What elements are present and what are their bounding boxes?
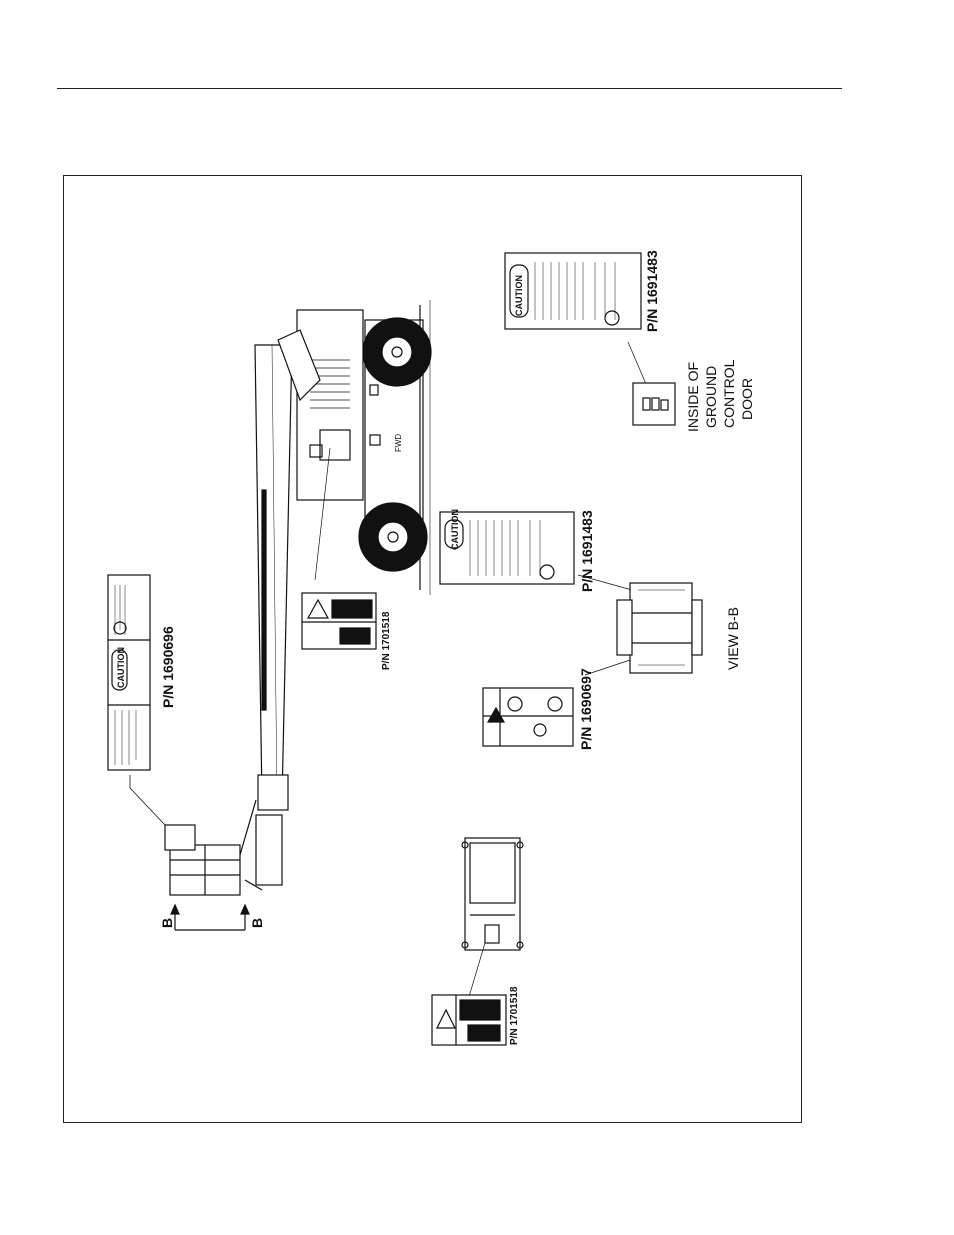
caution-2-label: CAUTION xyxy=(514,275,524,316)
view-bb-platform xyxy=(585,583,702,675)
pn-1701518-top-label: P/N 1701518 xyxy=(381,611,392,670)
pn-1691483-top-label: P/N 1691483 xyxy=(644,250,660,332)
decal-1691483-mid xyxy=(440,512,632,590)
decal-1690696 xyxy=(108,575,150,770)
door-label-line1: INSIDE OF xyxy=(685,362,701,432)
fwd-label: FWD xyxy=(394,434,403,452)
door-label-line3: CONTROL xyxy=(721,359,737,428)
door-label-line4: DOOR xyxy=(739,378,755,420)
decal-1690697 xyxy=(483,688,573,746)
door-label-line2: GROUND xyxy=(703,366,719,428)
tire-front xyxy=(363,318,431,386)
decal-1691483-top xyxy=(505,253,652,398)
ground-control-box xyxy=(462,838,523,1000)
caution-1-label: CAUTION xyxy=(116,647,126,688)
decal-1701518-bottom xyxy=(432,995,506,1045)
section-b-left: B xyxy=(159,918,175,928)
tire-rear xyxy=(359,503,427,571)
pn-1701518-bottom-label: P/N 1701518 xyxy=(509,986,520,1045)
ground-control-door xyxy=(633,383,675,425)
section-b-right: B xyxy=(249,918,265,928)
section-arrows xyxy=(171,905,249,930)
pn-1690696-label: P/N 1690696 xyxy=(160,626,176,708)
platform xyxy=(130,775,240,895)
view-bb-label: VIEW B-B xyxy=(725,607,741,670)
pn-1691483-mid-label: P/N 1691483 xyxy=(579,510,595,592)
pn-1690697-label: P/N 1690697 xyxy=(578,668,594,750)
caution-3-label: CAUTION xyxy=(450,509,460,550)
